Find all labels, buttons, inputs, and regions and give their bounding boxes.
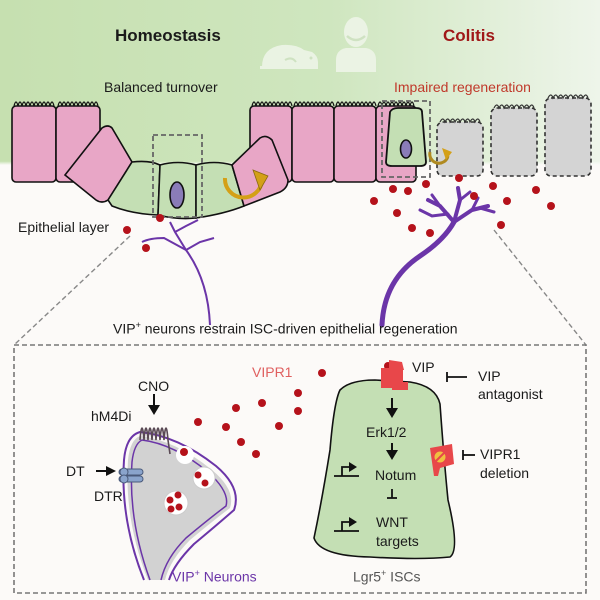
- erk-label: Erk1/2: [366, 424, 407, 440]
- caption-sup: +: [135, 320, 141, 330]
- vipr1-deletion-label-line1: VIPR1: [480, 446, 521, 462]
- mouse-icon: [260, 44, 318, 69]
- vesicles: [163, 446, 216, 516]
- stem-cell-highlight: [381, 100, 431, 178]
- vipr1-deletion-inhibition-icon: [462, 450, 475, 460]
- vipr1-label: VIPR1: [252, 364, 293, 380]
- lgr5-iscs-label: Lgr5+ ISCs: [353, 568, 421, 585]
- dtr-receptor-icon: [118, 467, 144, 484]
- neuron-colitis: [379, 186, 496, 328]
- damaged-cell: [436, 97, 592, 177]
- hm4di-receptor-icon: [139, 427, 171, 455]
- vip-neurons-label: VIP+ Neurons: [172, 568, 257, 585]
- pink-cell: [231, 135, 289, 208]
- neuron-homeostasis: [141, 219, 215, 326]
- inhibition-icon: [387, 489, 397, 499]
- vipr1-deletion-label-line2: deletion: [480, 465, 530, 481]
- nucleus: [399, 139, 413, 159]
- caption: VIP+ neurons restrain ISC-driven epithel…: [113, 320, 458, 337]
- dt-arrow-icon: [96, 466, 116, 476]
- promoter-icon: [334, 521, 359, 532]
- cno-label: CNO: [138, 378, 170, 394]
- lgr5-isc-cell: [313, 379, 456, 560]
- promoter-arrow: [349, 462, 357, 472]
- inset-box: [13, 344, 587, 594]
- renewal-arrow-small-icon: [428, 148, 452, 165]
- vip-antagonist-label-line2: antagonist: [478, 386, 543, 402]
- dt-label: DT: [66, 463, 85, 479]
- lgr5-sup: +: [381, 568, 387, 578]
- wnt-label-line2: targets: [376, 533, 419, 549]
- promoter-arrow: [349, 517, 357, 527]
- cno-arrow-icon: [148, 394, 160, 415]
- homeostasis-title: Homeostasis: [115, 26, 221, 45]
- vip-antagonist-inhibition-icon: [446, 372, 467, 382]
- wnt-label-line1: WNT: [376, 514, 408, 530]
- signal-arrow-icon: [386, 398, 398, 418]
- vip-label: VIP: [412, 359, 435, 375]
- epithelium-right: [333, 94, 592, 183]
- notum-label: Notum: [375, 467, 417, 483]
- stem-cell-highlight: [152, 134, 203, 218]
- microvilli: [13, 101, 335, 107]
- balanced-turnover-label: Balanced turnover: [104, 79, 218, 95]
- stem-cell: [385, 107, 427, 167]
- damaged-microvilli: [439, 94, 589, 124]
- lgr5-prefix: Lgr5: [353, 568, 382, 585]
- impaired-regeneration-label: Impaired regeneration: [394, 79, 531, 95]
- zoom-line-left: [13, 235, 131, 346]
- vipr1-deleted-receptor-icon: [430, 444, 454, 476]
- promoter-icon: [334, 466, 359, 477]
- renewal-arrow-icon: [222, 169, 269, 200]
- epithelium-left: [11, 101, 335, 220]
- epithelial-layer-label: Epithelial layer: [18, 219, 110, 235]
- lgr5-rest: ISCs: [386, 568, 421, 585]
- vipr1-receptor-icon: [381, 360, 408, 390]
- vip-neurons-rest: Neurons: [199, 568, 257, 585]
- vip-dots-top: [123, 174, 555, 252]
- vip-neurons-sup: +: [194, 568, 200, 578]
- vip-dots-released: [194, 362, 392, 458]
- colitis-title: Colitis: [443, 26, 495, 45]
- nucleus: [169, 181, 185, 209]
- caption-rest: neurons restrain ISC-driven epithelial r…: [140, 320, 458, 337]
- vip-antagonist-label-line1: VIP: [478, 368, 501, 384]
- hm4di-label: hM4Di: [91, 408, 132, 424]
- zoom-line-right: [493, 229, 587, 346]
- caption-prefix: VIP: [113, 320, 136, 337]
- person-icon: [336, 17, 376, 72]
- vip-neurons-prefix: VIP: [172, 568, 195, 585]
- signal-arrow-icon: [386, 443, 398, 460]
- dtr-label: DTR: [94, 488, 123, 504]
